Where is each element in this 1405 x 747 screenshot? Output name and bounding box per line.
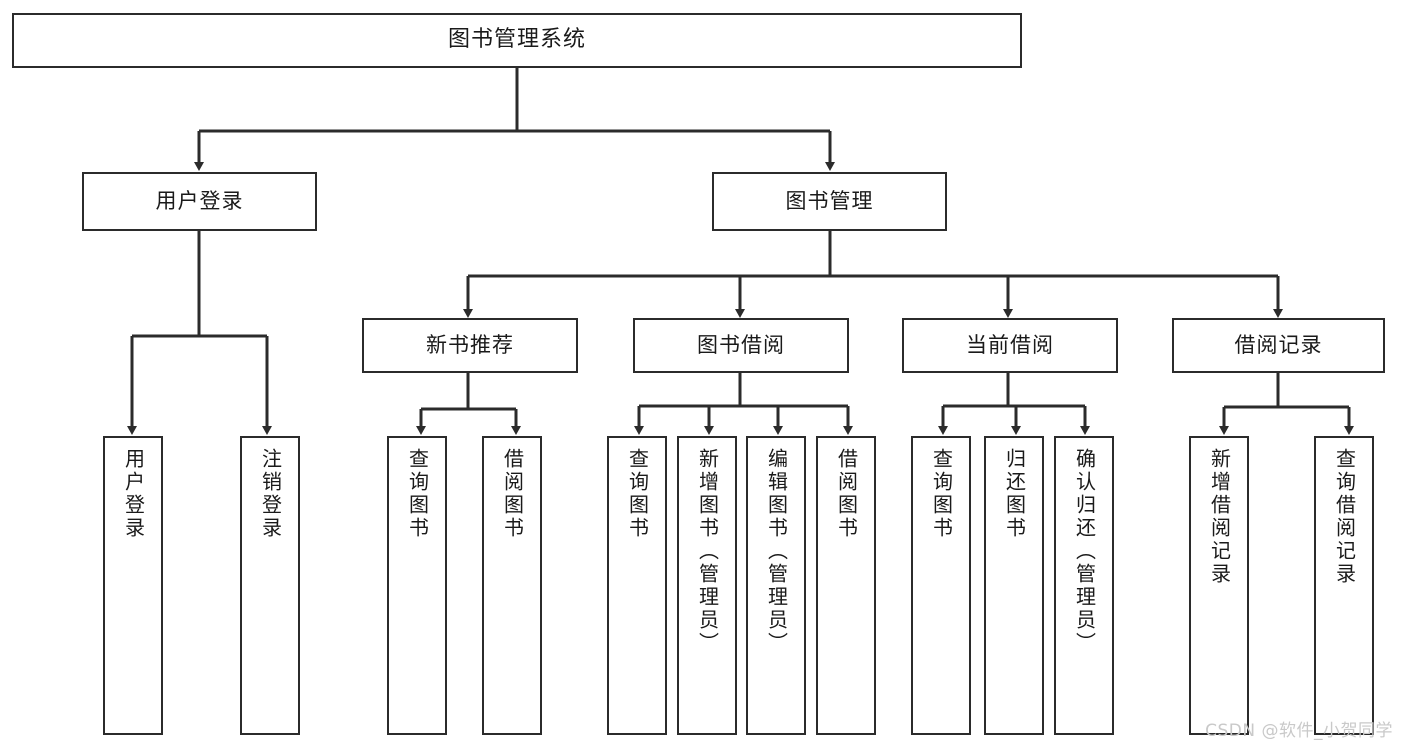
leaf-query-book-2[interactable]: 查询图书 [607,436,667,735]
node-book-borrow[interactable]: 图书借阅 [633,318,849,373]
leaf-logout-label: 注销登录 [258,448,283,540]
leaf-return-book-label: 归还图书 [1002,448,1027,540]
leaf-query-record[interactable]: 查询借阅记录 [1314,436,1374,735]
leaf-query-book-3[interactable]: 查询图书 [911,436,971,735]
leaf-user-login[interactable]: 用户登录 [103,436,163,735]
node-book-manage[interactable]: 图书管理 [712,172,947,231]
leaf-borrow-book-1-label: 借阅图书 [500,448,525,540]
node-current-borrow[interactable]: 当前借阅 [902,318,1118,373]
leaf-edit-book[interactable]: 编辑图书（管理员） [746,436,806,735]
leaf-user-login-label: 用户登录 [121,448,146,540]
leaf-query-book-1[interactable]: 查询图书 [387,436,447,735]
node-user-login-label: 用户登录 [155,188,244,213]
leaf-borrow-book-2-label: 借阅图书 [834,448,859,540]
leaf-confirm-return-label: 确认归还（管理员） [1072,448,1097,655]
watermark: CSDN @软件_小贺同学 [1205,721,1393,741]
leaf-borrow-book-2[interactable]: 借阅图书 [816,436,876,735]
leaf-query-record-label: 查询借阅记录 [1332,448,1357,586]
node-root[interactable]: 图书管理系统 [12,13,1022,68]
leaf-add-book-label: 新增图书（管理员） [695,448,720,655]
leaf-add-book[interactable]: 新增图书（管理员） [677,436,737,735]
leaf-return-book[interactable]: 归还图书 [984,436,1044,735]
leaf-query-book-3-label: 查询图书 [929,448,954,540]
node-current-borrow-label: 当前借阅 [966,332,1054,357]
leaf-confirm-return[interactable]: 确认归还（管理员） [1054,436,1114,735]
node-borrow-record-label: 借阅记录 [1234,332,1323,357]
node-new-book-recommend-label: 新书推荐 [426,332,514,357]
node-book-manage-label: 图书管理 [785,188,874,213]
node-root-label: 图书管理系统 [447,27,586,53]
leaf-add-record-label: 新增借阅记录 [1207,448,1232,586]
leaf-edit-book-label: 编辑图书（管理员） [764,448,789,655]
leaf-query-book-1-label: 查询图书 [405,448,430,540]
node-new-book-recommend[interactable]: 新书推荐 [362,318,578,373]
leaf-borrow-book-1[interactable]: 借阅图书 [482,436,542,735]
node-book-borrow-label: 图书借阅 [697,332,785,357]
node-borrow-record[interactable]: 借阅记录 [1172,318,1385,373]
node-user-login[interactable]: 用户登录 [82,172,317,231]
leaf-add-record[interactable]: 新增借阅记录 [1189,436,1249,735]
leaf-query-book-2-label: 查询图书 [625,448,650,540]
leaf-logout[interactable]: 注销登录 [240,436,300,735]
